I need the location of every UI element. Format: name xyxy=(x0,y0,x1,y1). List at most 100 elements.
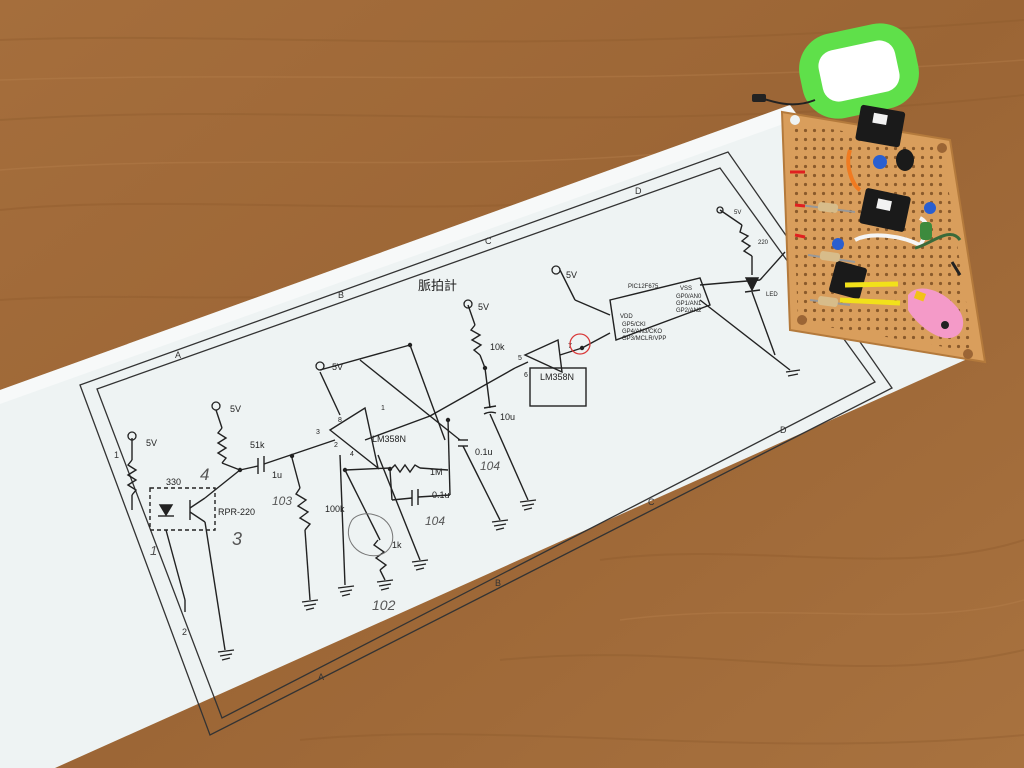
pin-label: 6 xyxy=(524,372,528,379)
junction-dot xyxy=(482,365,488,371)
led-label: LED xyxy=(766,292,778,298)
black-lead xyxy=(950,261,962,276)
supply-symbol xyxy=(211,401,221,411)
schematic-paper xyxy=(0,105,965,768)
ic-chip xyxy=(855,104,906,148)
mount-hole xyxy=(963,349,973,359)
frame-col-c-bottom: C xyxy=(648,497,655,507)
mcu-pin-1: GP5/CKI xyxy=(622,322,646,328)
resistor-330-label: 330 xyxy=(166,477,181,487)
mount-hole xyxy=(937,143,947,153)
handwritten-note: 104 xyxy=(480,459,500,473)
capacitor-01u-label: 0.1u xyxy=(475,447,493,457)
supply-label: 5V xyxy=(566,270,577,280)
ceramic-capacitor xyxy=(873,155,887,169)
ground-symbol xyxy=(301,599,319,611)
junction-dot xyxy=(289,453,295,459)
mount-hole xyxy=(790,115,800,125)
pin-label: 4 xyxy=(350,451,354,458)
junction-dot xyxy=(237,467,243,473)
frame-col-b-bottom: B xyxy=(495,578,501,588)
supply-symbol xyxy=(315,361,325,371)
ic-chip xyxy=(859,188,911,232)
ground-symbol xyxy=(411,559,429,571)
capacitor-01u-label: 0.1u xyxy=(432,490,450,500)
resistor-1k-label: 1k xyxy=(392,540,402,550)
ground-symbol xyxy=(519,499,537,511)
supply-symbol xyxy=(716,206,724,214)
frame-col-b-top: B xyxy=(338,290,344,300)
junction-dot xyxy=(407,342,413,348)
handwritten-note: 103 xyxy=(272,494,292,508)
green-wire xyxy=(914,233,962,250)
supply-symbol xyxy=(463,299,473,309)
supply-label: 5V xyxy=(478,302,489,312)
capacitor-1u-label: 1u xyxy=(272,470,282,480)
handwritten-note: 102 xyxy=(372,597,396,613)
pin-label: 3 xyxy=(316,429,320,436)
frame-row-2: 2 xyxy=(182,627,187,637)
handwritten-note: 1 xyxy=(150,543,157,558)
supply-symbol xyxy=(127,431,137,441)
mcu-pin-5: GP1/AN1 xyxy=(676,301,702,307)
supply-label: 5V xyxy=(146,438,157,448)
junction-dot xyxy=(387,466,393,472)
sensor-label: RPR-220 xyxy=(218,507,255,517)
pin-label: 5 xyxy=(518,355,522,362)
handwritten-note: 104 xyxy=(425,514,445,528)
handwritten-note: 3 xyxy=(232,529,242,549)
drawing-frame xyxy=(79,151,893,736)
resistor xyxy=(799,202,856,213)
supply-label: 5V xyxy=(332,362,343,372)
capacitor-10u-label: 10u xyxy=(500,412,515,422)
resistor-220-label: 220 xyxy=(758,240,769,246)
handwritten-circle xyxy=(347,513,394,557)
resistor-100k-label: 100k xyxy=(325,504,345,514)
schematic-title: 脈拍計 xyxy=(418,278,457,293)
pin-label: 8 xyxy=(338,417,342,424)
red-ink-circle xyxy=(569,333,591,355)
orange-wire xyxy=(846,149,862,192)
electrolytic-capacitor xyxy=(920,222,932,240)
ground-symbol xyxy=(785,369,801,377)
junction-dot xyxy=(342,467,348,473)
opamp2-label: LM358N xyxy=(540,372,574,382)
ceramic-capacitor xyxy=(924,202,936,214)
mount-hole xyxy=(797,315,807,325)
perfboard xyxy=(780,104,987,364)
yellow-wire xyxy=(844,281,899,288)
red-lead xyxy=(794,203,806,208)
ground-symbol xyxy=(376,579,394,591)
frame-col-d-bottom: D xyxy=(780,425,787,435)
red-lead xyxy=(794,233,806,239)
schematic-wires xyxy=(126,209,791,651)
mcu-pin-4: GP0/AN0 xyxy=(676,294,702,300)
frame-row-1: 1 xyxy=(114,450,119,460)
supply-symbol xyxy=(551,265,561,275)
green-key-tag xyxy=(752,23,919,119)
mcu-pin-3: GP3/MCLR/VPP xyxy=(622,336,666,342)
frame-col-a-bottom: A xyxy=(318,672,324,682)
pin-label: 1 xyxy=(381,405,385,412)
junction-dot xyxy=(445,417,451,423)
mcu-pin-6: GP2/AN2 xyxy=(676,308,702,314)
resistor xyxy=(807,251,856,263)
ground-symbol xyxy=(491,519,509,531)
frame-col-c-top: C xyxy=(485,236,492,246)
supply-label: 5V xyxy=(734,210,741,216)
frame-col-a-top: A xyxy=(175,350,181,360)
opamp1-label: LM358N xyxy=(372,434,406,444)
ground-symbol xyxy=(217,649,235,661)
resistor-10k-label: 10k xyxy=(490,342,505,352)
junction-dot xyxy=(579,345,585,351)
resistor-51k-label: 51k xyxy=(250,440,265,450)
supply-label: 5V xyxy=(230,404,241,414)
ground-symbol xyxy=(337,585,355,597)
transistor xyxy=(829,261,867,299)
mcu-pin-2: GP4/AN3/CKO xyxy=(622,329,662,335)
mcu-label: PIC12F675 xyxy=(628,284,659,290)
mcu-pin-vss: VSS xyxy=(680,286,692,292)
pin-label: 2 xyxy=(334,442,338,449)
